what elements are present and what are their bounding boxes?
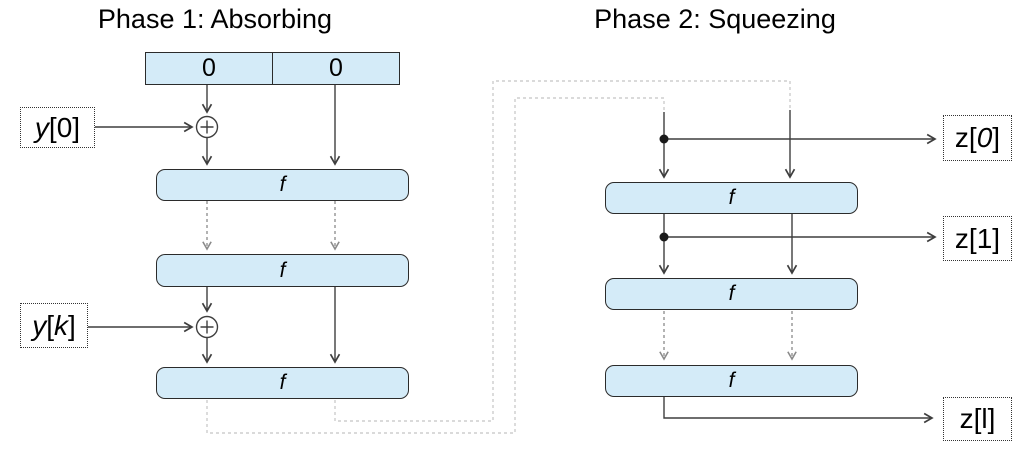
output-label-z0-text: z[0] (954, 122, 1001, 153)
phase2-title: Phase 2: Squeezing (594, 4, 836, 34)
junction-dot-z1 (659, 232, 669, 242)
output-label-zl-text: z[l] (959, 403, 996, 434)
initial-state-register: 0 0 (145, 52, 400, 85)
input-label-yk: y[k] (20, 303, 88, 348)
phase1-title: Phase 1: Absorbing (97, 4, 333, 34)
junction-dot-z0 (659, 134, 669, 144)
connector-right-state-path (334, 80, 791, 422)
xor-icon (195, 315, 219, 339)
state-cell-rate: 0 (202, 54, 216, 82)
f-function-box-6: f (605, 365, 858, 397)
arrow-f6-to-zl (663, 397, 934, 424)
f-function-box-5: f (605, 278, 858, 310)
input-label-y0-text: y[0] (34, 111, 81, 143)
output-label-z1-text: z[1] (954, 222, 1001, 254)
output-label-zl: z[l] (943, 397, 1012, 441)
input-label-y0: y[0] (20, 107, 95, 148)
xor-icon (195, 115, 219, 139)
f-function-box-1: f (156, 169, 409, 201)
f-function-box-4: f (605, 182, 858, 214)
f-function-box-3: f (156, 367, 409, 399)
f-function-box-2: f (156, 254, 409, 287)
output-label-z1: z[1] (943, 216, 1012, 261)
output-label-z0: z[0] (943, 115, 1012, 161)
input-label-yk-text: y[k] (32, 309, 76, 341)
state-cell-capacity: 0 (272, 53, 399, 84)
